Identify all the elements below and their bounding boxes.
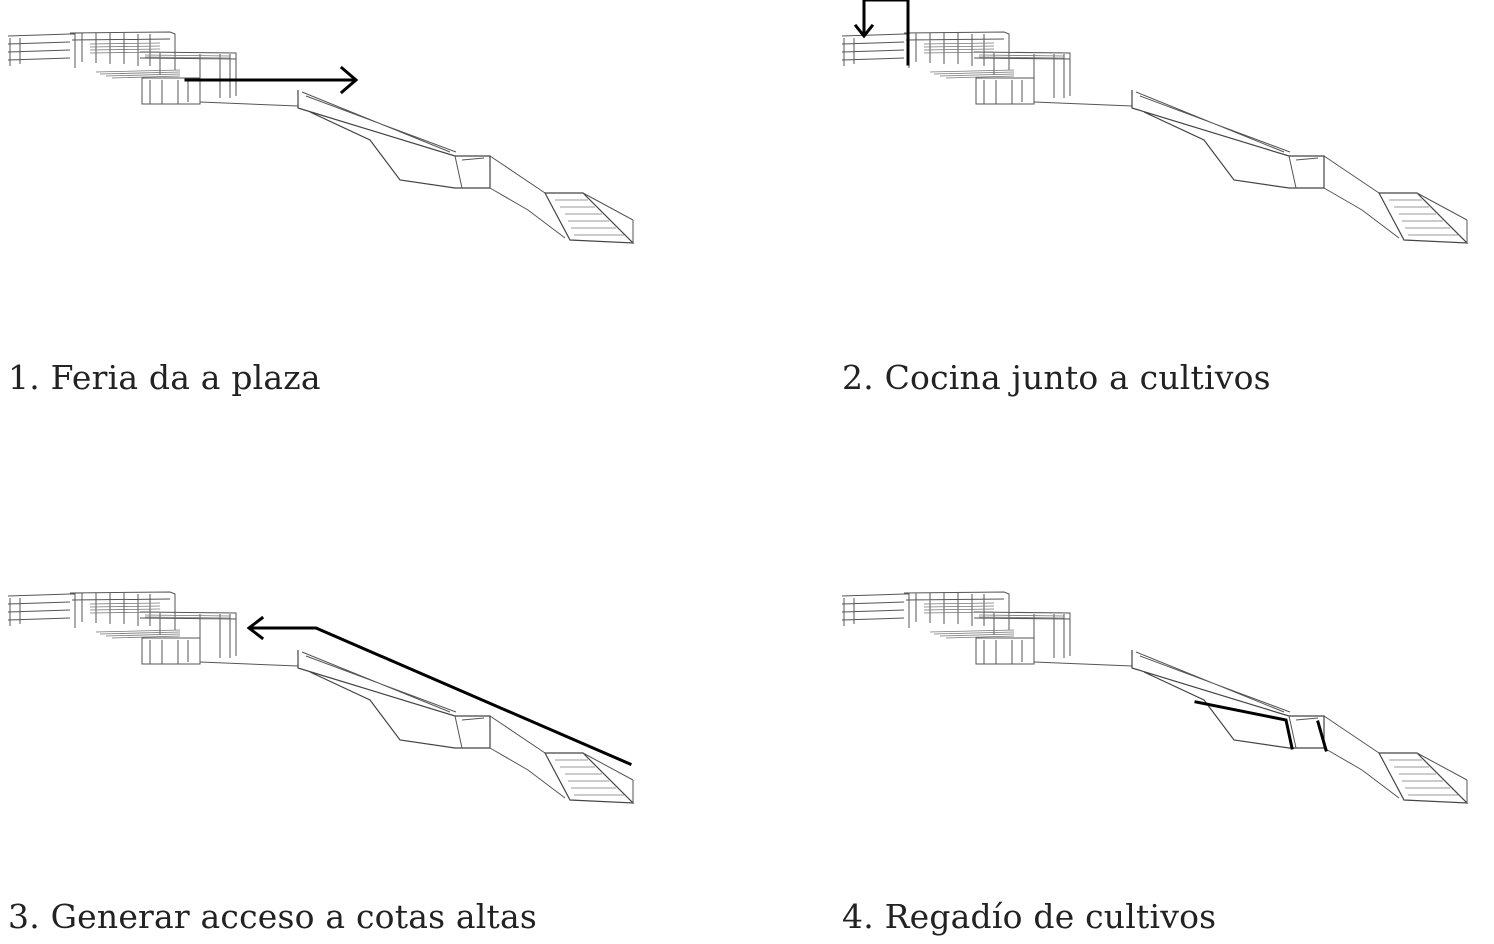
- left-arrow-icon: [246, 615, 632, 766]
- building-section-drawing: [7, 591, 634, 804]
- diagram-caption: 4. Regadío de cultivos: [842, 897, 1217, 936]
- building-section-drawing: [7, 31, 634, 244]
- right-arrow-icon: [184, 65, 359, 95]
- building-section-drawing: [841, 0, 1468, 244]
- down-arrow-icon: [853, 0, 910, 66]
- diagram-caption: 3. Generar acceso a cotas altas: [8, 897, 537, 936]
- diagram-caption: 2. Cocina junto a cultivos: [842, 358, 1271, 397]
- diagram-caption: 1. Feria da a plaza: [8, 358, 321, 397]
- irrigation-highlight-lines: [1194, 700, 1328, 752]
- building-section-drawing: [841, 591, 1468, 804]
